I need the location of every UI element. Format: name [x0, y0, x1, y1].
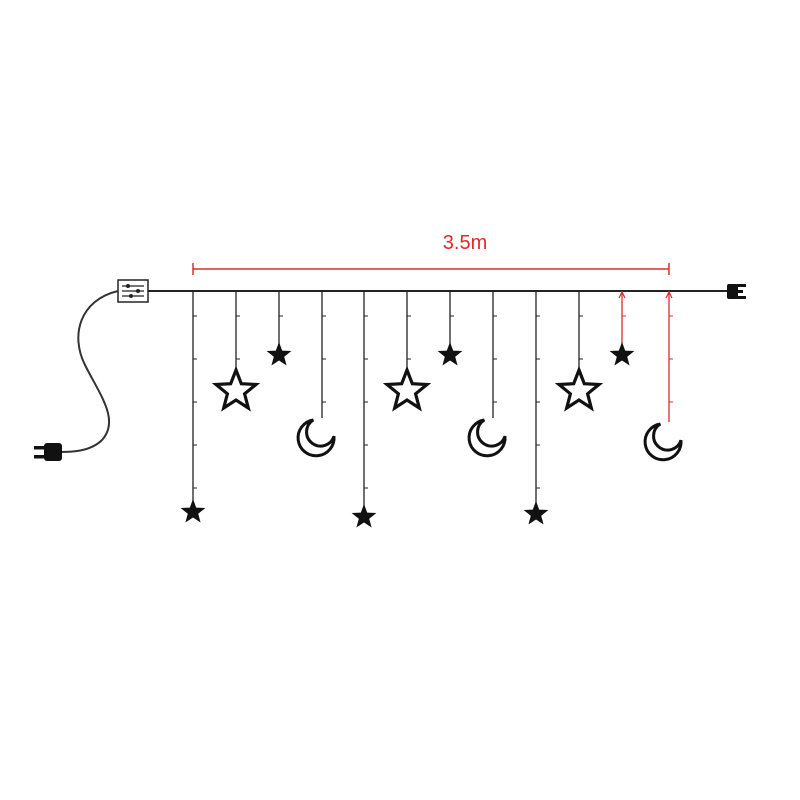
- power-plug-icon: [34, 443, 62, 461]
- filled-star-icon: [180, 499, 206, 523]
- strand-1: [180, 291, 206, 523]
- power-cable: [59, 290, 119, 453]
- strand-11: [609, 290, 635, 366]
- outline-star-icon: [554, 365, 604, 412]
- strand-6: [382, 291, 432, 412]
- light-strands: [180, 290, 683, 528]
- moon-icon: [296, 418, 336, 458]
- arrow-tip: [665, 290, 673, 299]
- strand-8: [467, 291, 507, 458]
- filled-star-icon: [609, 342, 635, 366]
- strand-7: [437, 291, 463, 366]
- moon-icon: [643, 422, 683, 462]
- length-label: 3.5m: [442, 232, 488, 254]
- strand-2: [211, 291, 261, 412]
- strand-9: [523, 291, 549, 525]
- outline-star-icon: [211, 365, 261, 412]
- strand-10: [554, 291, 604, 412]
- strand-3: [266, 291, 292, 366]
- filled-star-icon: [523, 501, 549, 525]
- strand-4: [296, 291, 336, 458]
- strand-5: [351, 291, 377, 528]
- outline-star-icon: [382, 365, 432, 412]
- filled-star-icon: [437, 342, 463, 366]
- controller-box-icon: [117, 279, 149, 303]
- length-dimension: [192, 263, 670, 275]
- filled-star-icon: [266, 342, 292, 366]
- strand-12: [643, 290, 683, 462]
- filled-star-icon: [351, 504, 377, 528]
- arrow-tip: [618, 290, 626, 299]
- end-connector-icon: [727, 284, 746, 299]
- moon-icon: [467, 418, 507, 458]
